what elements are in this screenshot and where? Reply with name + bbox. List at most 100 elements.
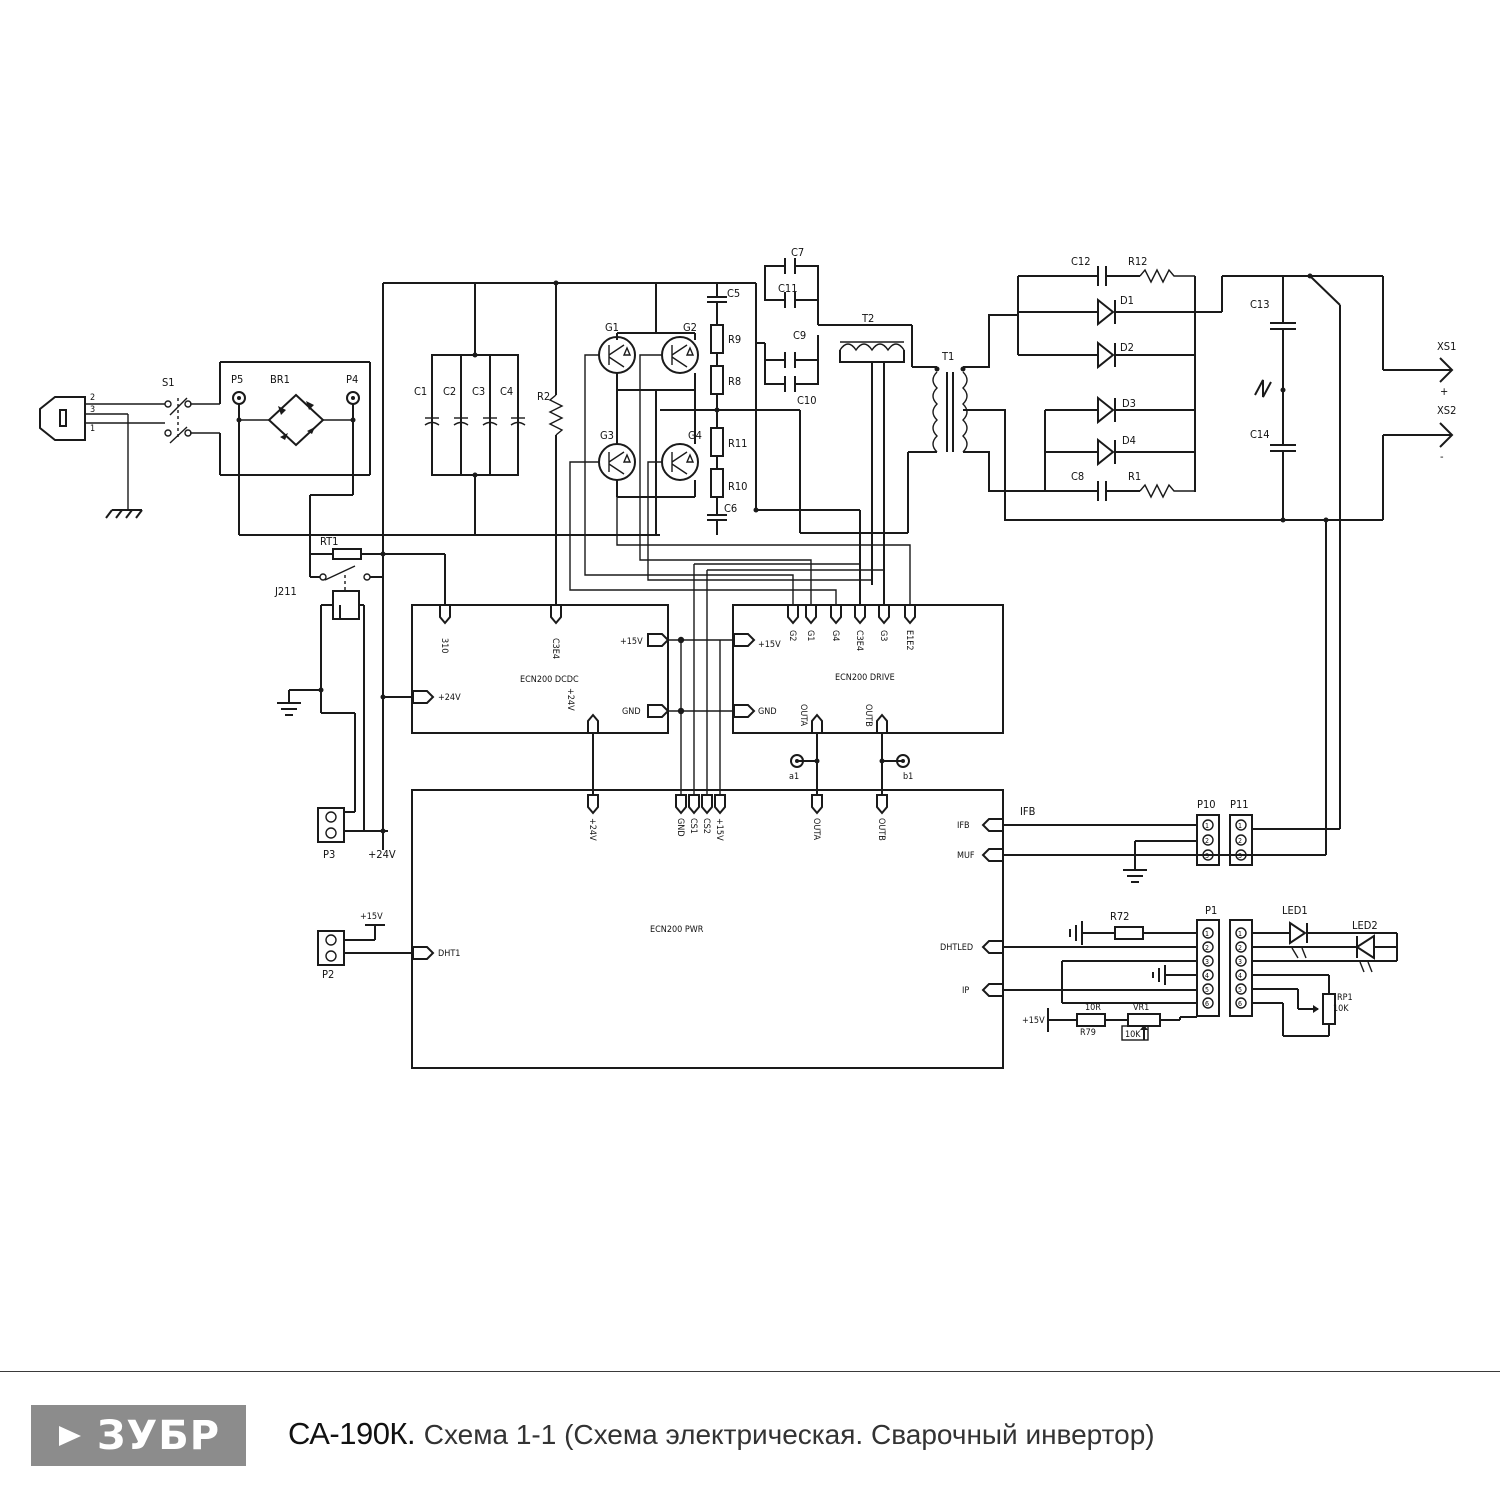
output-rectifier: C12 R12 D1 D2 D3 D4 C8 R1 xyxy=(1017,255,1383,501)
connector-pin-numbers: 1 2 3 1 2 3 1 2 3 4 5 6 1 2 3 4 5 6 xyxy=(1205,822,1242,1008)
plug-pin-3-label: 3 xyxy=(90,405,95,415)
pwr-cs1-label: CS1 xyxy=(688,818,698,834)
dcdc-310-label: 310 xyxy=(439,638,449,653)
p10-pin-1: 1 xyxy=(1205,822,1209,830)
ifb-wire-label: IFB xyxy=(1020,805,1036,818)
r8-label: R8 xyxy=(728,375,741,388)
j211-label: J211 xyxy=(274,585,297,598)
connectors-p10-p11: IFB P10 P11 xyxy=(1003,798,1340,883)
b1-label: b1 xyxy=(903,772,913,782)
r79-value: 10R xyxy=(1085,1003,1101,1013)
soft-start-relay: RT1 J211 P3 +24V xyxy=(274,535,446,861)
rt1-label: RT1 xyxy=(320,535,338,548)
vr1-value: 10K xyxy=(1125,1030,1141,1040)
drive-g1-label: G1 xyxy=(805,630,815,641)
pwr-name: ECN200 PWR xyxy=(650,925,704,935)
bridge-rectifier-br1: P5 BR1 P4 xyxy=(220,361,371,535)
p1a-pin-2: 2 xyxy=(1205,944,1209,952)
xs1-plus-label: + xyxy=(1440,385,1448,398)
p11-label: P11 xyxy=(1230,798,1249,811)
p1b-pin-2: 2 xyxy=(1238,944,1242,952)
output-filter: C13 C14 XS1 + XS2 - xyxy=(1250,273,1456,855)
pwr-dhtled-label: DHTLED xyxy=(940,943,973,953)
drive-15v-label: +15V xyxy=(758,640,781,650)
pwr-dht1-label: DHT1 xyxy=(438,949,460,959)
pwr-15v-label: +15V xyxy=(714,818,724,841)
drive-name: ECN200 DRIVE xyxy=(835,673,895,683)
p3-24v-label: +24V xyxy=(368,848,396,861)
p10-label: P10 xyxy=(1197,798,1216,811)
p11-pin-1: 1 xyxy=(1238,822,1242,830)
resonant-capacitors: C7 C11 C9 C10 xyxy=(720,246,912,605)
s1-label: S1 xyxy=(162,376,175,389)
p10-pin-2: 2 xyxy=(1205,837,1209,845)
vr1-label: VR1 xyxy=(1133,1003,1149,1013)
p1-15v-label: +15V xyxy=(1022,1016,1045,1026)
p5-label: P5 xyxy=(231,373,243,386)
snubber-network: C5 R9 R8 R11 R10 C6 xyxy=(660,283,908,535)
pwr-24v-label: +24V xyxy=(587,818,597,841)
schematic-description: Схема 1-1 (Схема электрическая. Сварочны… xyxy=(423,1419,1155,1450)
dcdc-gnd-label: GND xyxy=(622,707,641,717)
p1a-pin-4: 4 xyxy=(1205,972,1209,980)
rp1-value: 10K xyxy=(1333,1004,1349,1014)
rp1-label: RP1 xyxy=(1337,993,1353,1003)
r79-label: R79 xyxy=(1080,1028,1096,1038)
pwr-ip-label: IP xyxy=(962,986,969,996)
switch-s1: S1 xyxy=(162,362,221,475)
dcdc-24v-out-label: +24V xyxy=(565,688,575,711)
c12-label: C12 xyxy=(1071,255,1091,268)
c14-label: C14 xyxy=(1250,428,1270,441)
br1-label: BR1 xyxy=(270,373,290,386)
c13-label: C13 xyxy=(1250,298,1270,311)
ecn200-drive-block: ECN200 DRIVE +15V GND G2 G1 G4 C3E4 G3 E… xyxy=(732,604,1004,795)
p1a-pin-3: 3 xyxy=(1205,958,1209,966)
xs2-minus-label: - xyxy=(1440,450,1444,463)
brand-name: ЗУБР xyxy=(96,1412,221,1459)
p1-label: P1 xyxy=(1205,904,1217,917)
c5-label: C5 xyxy=(727,287,740,300)
r11-label: R11 xyxy=(728,437,747,450)
drive-g3-label: G3 xyxy=(878,630,888,641)
p1b-pin-1: 1 xyxy=(1238,930,1242,938)
brand-logo: ЗУБР xyxy=(31,1405,246,1466)
c9-label: C9 xyxy=(793,329,806,342)
led2-label: LED2 xyxy=(1352,919,1378,932)
pwr-cs2-label: CS2 xyxy=(701,818,711,834)
r2-label: R2 xyxy=(537,390,550,403)
main-transformer-t1: T1 xyxy=(907,314,1383,533)
d2-label: D2 xyxy=(1120,341,1134,354)
p1a-pin-6: 6 xyxy=(1205,1000,1209,1008)
pwr-ifb-label: IFB xyxy=(957,821,970,831)
c2-label: C2 xyxy=(443,385,456,398)
welding-inverter-schematic: 2 3 1 S1 P5 BR1 P4 xyxy=(39,246,1456,1069)
r72-label: R72 xyxy=(1110,910,1129,923)
c7-label: C7 xyxy=(791,246,804,259)
p2-15v-label: +15V xyxy=(360,912,383,922)
c1-label: C1 xyxy=(414,385,427,398)
ecn200-pwr-block: ECN200 PWR +24V GND CS1 CS2 +15V OUTA OU… xyxy=(411,789,1004,1069)
a1-label: a1 xyxy=(789,772,799,782)
d3-label: D3 xyxy=(1122,397,1136,410)
dcdc-name: ECN200 DCDC xyxy=(520,675,579,685)
c6-label: C6 xyxy=(724,502,737,515)
pwr-outb-label: OUTB xyxy=(876,818,886,841)
c3-label: C3 xyxy=(472,385,485,398)
dcdc-24v-in-label: +24V xyxy=(438,693,461,703)
t1-label: T1 xyxy=(941,350,954,363)
plug-pin-1-label: 1 xyxy=(90,424,95,434)
drive-outa-label: OUTA xyxy=(798,704,808,727)
r10-label: R10 xyxy=(728,480,747,493)
c8-label: C8 xyxy=(1071,470,1084,483)
p3-label: P3 xyxy=(323,848,335,861)
p1a-pin-1: 1 xyxy=(1205,930,1209,938)
p10-pin-3: 3 xyxy=(1205,852,1209,860)
gate-drive-wiring xyxy=(569,354,911,795)
model-name: СА-190К. xyxy=(288,1416,416,1451)
p2-label: P2 xyxy=(322,968,334,981)
p11-pin-2: 2 xyxy=(1238,837,1242,845)
footer-divider xyxy=(0,1371,1500,1372)
r12-label: R12 xyxy=(1128,255,1147,268)
g3-label: G3 xyxy=(600,429,614,442)
d1-label: D1 xyxy=(1120,294,1134,307)
